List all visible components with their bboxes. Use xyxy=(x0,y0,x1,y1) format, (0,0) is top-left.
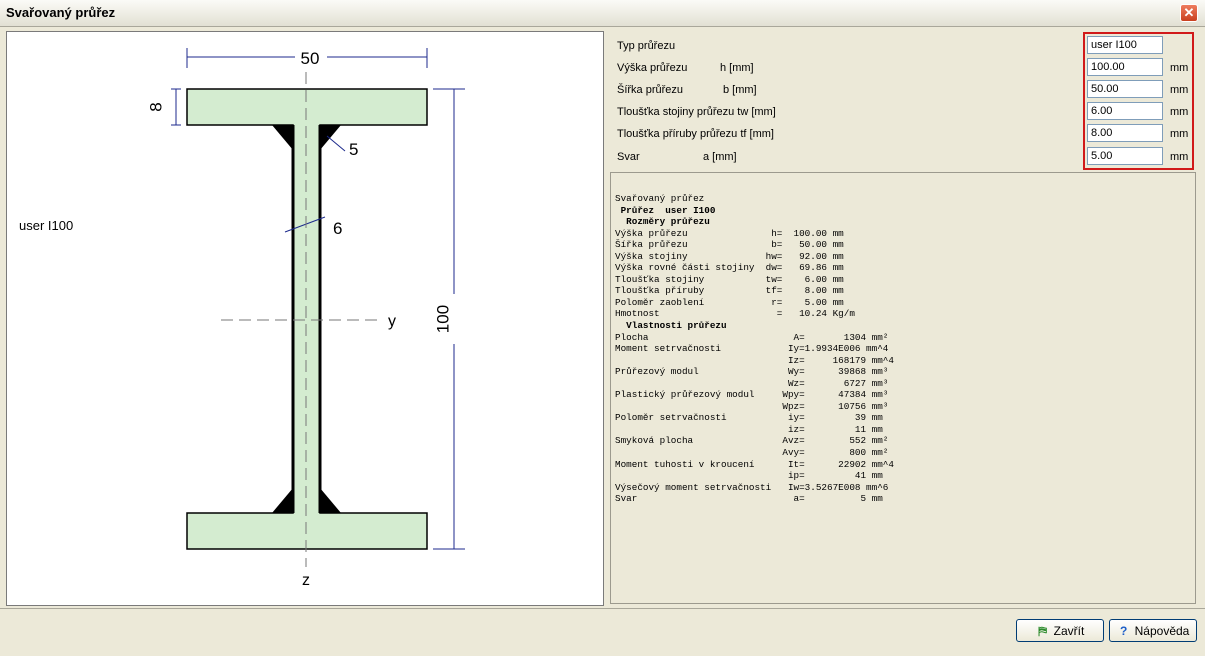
weld-leader xyxy=(326,135,346,152)
weld-input[interactable] xyxy=(1087,147,1163,165)
web-thickness-unit: mm xyxy=(1170,106,1189,118)
height-input[interactable] xyxy=(1087,58,1163,76)
section-name-label: user I100 xyxy=(19,218,74,233)
weld-symbol: a [mm] xyxy=(703,151,737,163)
flange-thickness-label: Tloušťka příruby průřezu tf [mm] xyxy=(617,128,774,140)
results-props-heading: Vlastnosti průřezu xyxy=(615,320,727,332)
window-title: Svařovaný průřez xyxy=(6,5,116,20)
web-thickness-input[interactable] xyxy=(1087,102,1163,120)
close-button-label: Zavřít xyxy=(1053,623,1085,638)
z-axis-label: z xyxy=(302,572,310,589)
flange-thickness-unit: mm xyxy=(1170,128,1189,140)
weld-label: Svar xyxy=(617,151,640,163)
flange-dim-label: 8 xyxy=(146,102,165,111)
width-dim-label: 50 xyxy=(301,49,320,68)
section-type-label: Typ průřezu xyxy=(617,40,676,52)
weld-bottom-left xyxy=(272,488,293,513)
height-label: Výška průřezu xyxy=(617,62,688,74)
weld-top-left xyxy=(272,125,293,150)
weld-top-right xyxy=(320,125,341,150)
web-dim-label: 6 xyxy=(333,219,342,238)
height-unit: mm xyxy=(1170,62,1189,74)
width-unit: mm xyxy=(1170,84,1189,96)
web-dim-line xyxy=(284,216,326,233)
exit-icon: ⛿ xyxy=(1038,623,1048,638)
i-beam-drawing: 50 8 5 6 y z 100 xyxy=(146,48,465,589)
help-button-label: Nápověda xyxy=(1134,623,1190,638)
flange-thickness-input[interactable] xyxy=(1087,124,1163,142)
weld-bottom-right xyxy=(320,488,341,513)
footer-divider xyxy=(0,608,1205,609)
close-icon: ✕ xyxy=(1183,5,1195,20)
height-dim-label: 100 xyxy=(433,305,452,333)
help-icon: ? xyxy=(1119,623,1128,638)
width-label: Šířka průřezu xyxy=(617,84,684,96)
results-text: Svařovaný průřez Průřez user I100 Rozměr… xyxy=(615,193,894,505)
results-section-label: Průřez user I100 xyxy=(615,204,716,216)
width-symbol: b [mm] xyxy=(723,84,757,96)
help-button[interactable]: ? Nápověda xyxy=(1109,619,1197,642)
section-type-input[interactable] xyxy=(1087,36,1163,54)
close-window-button[interactable]: ✕ xyxy=(1180,4,1198,22)
results-panel: Svařovaný průřez Průřez user I100 Rozměr… xyxy=(610,172,1196,604)
section-drawing-panel: 50 8 5 6 y z 100 user I100 xyxy=(6,31,604,606)
results-title: Svařovaný průřez xyxy=(615,193,705,204)
weld-dim-label: 5 xyxy=(349,140,358,159)
close-button[interactable]: ⛿ Zavřít xyxy=(1016,619,1104,642)
width-input[interactable] xyxy=(1087,80,1163,98)
weld-unit: mm xyxy=(1170,151,1189,163)
input-highlight-frame xyxy=(1083,32,1194,170)
title-bar: Svařovaný průřez ✕ xyxy=(0,0,1205,27)
y-axis-label: y xyxy=(388,313,396,330)
height-symbol: h [mm] xyxy=(720,62,754,74)
results-dims-heading: Rozměry průřezu xyxy=(615,216,710,228)
web-thickness-label: Tloušťka stojiny průřezu tw [mm] xyxy=(617,106,776,118)
